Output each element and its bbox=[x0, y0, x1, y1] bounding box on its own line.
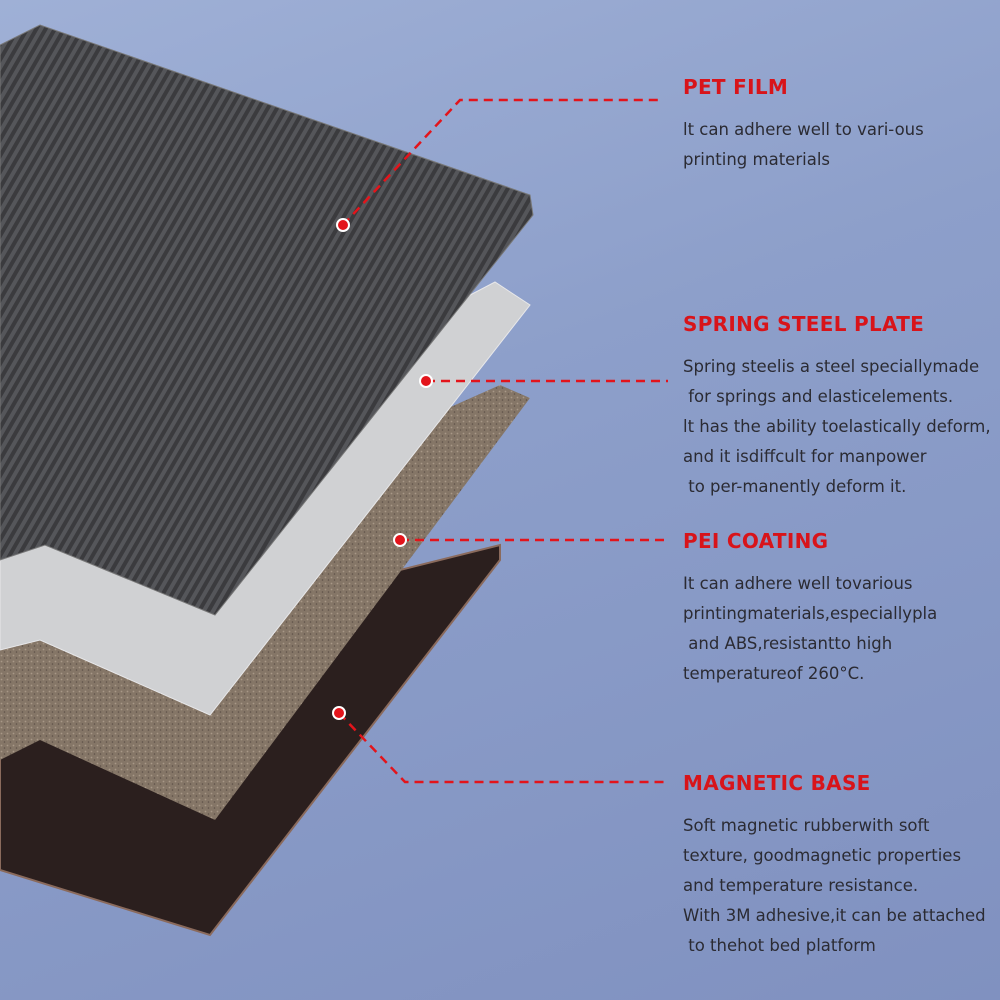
desc-line: and it isdiffcult for manpower bbox=[683, 447, 927, 466]
desc-line: printingmaterials,especiallypla bbox=[683, 604, 938, 623]
desc-line: to per-manently deform it. bbox=[683, 477, 907, 496]
pet-film-title: PET FILM bbox=[683, 75, 789, 99]
pet-film-layer bbox=[0, 24, 534, 616]
spring-steel-callout: SPRING STEEL PLATE Spring steelis a stee… bbox=[683, 312, 1000, 502]
pei-coating-callout: PEI COATING It can adhere well tovarious… bbox=[683, 529, 1000, 689]
desc-line: Soft magnetic rubberwith soft bbox=[683, 816, 930, 835]
desc-line: for springs and elasticelements. bbox=[683, 387, 954, 406]
leader-dots bbox=[332, 218, 433, 720]
desc-line: Spring steelis a steel speciallymade bbox=[683, 357, 980, 376]
pei-coating-title: PEI COATING bbox=[683, 529, 829, 553]
desc-line: and temperature resistance. bbox=[683, 876, 919, 895]
magnetic-base-title: MAGNETIC BASE bbox=[683, 771, 871, 795]
desc-line: temperatureof 260°C. bbox=[683, 664, 865, 683]
pet-film-callout: PET FILM lt can adhere well to vari-ous … bbox=[683, 75, 1000, 175]
desc-line: lt can adhere well to vari-ous bbox=[683, 120, 924, 139]
desc-line: It can adhere well tovarious bbox=[683, 574, 913, 593]
spring-steel-title: SPRING STEEL PLATE bbox=[683, 312, 925, 336]
desc-line: With 3M adhesive,it can be attached bbox=[683, 906, 986, 925]
leader-lines bbox=[338, 98, 668, 784]
desc-line: and ABS,resistantto high bbox=[683, 634, 893, 653]
desc-line: lt has the ability toelastically deform, bbox=[683, 417, 991, 436]
desc-line: to thehot bed platform bbox=[683, 936, 876, 955]
desc-line: texture, goodmagnetic properties bbox=[683, 846, 962, 865]
desc-line: printing materials bbox=[683, 150, 830, 169]
magnetic-base-callout: MAGNETIC BASE Soft magnetic rubberwith s… bbox=[683, 771, 1000, 961]
